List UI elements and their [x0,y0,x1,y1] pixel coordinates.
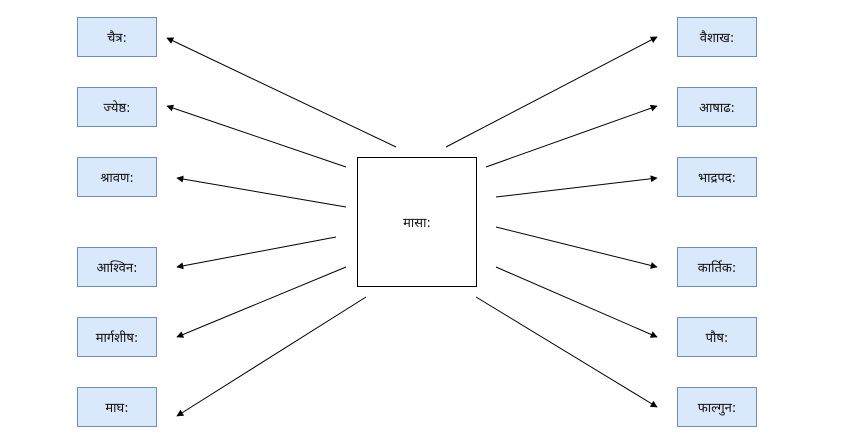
month-label: मार्गशीष: [95,331,139,346]
arrow-to-pausha [495,266,658,338]
month-box-jyeshtha: ज्येष्ठ: [77,87,157,127]
month-box-ashadha: आषाढ: [677,87,757,127]
arrow-to-margashirsha [176,266,347,338]
arrow-to-phalguna [475,296,658,408]
month-box-kartika: कार्तिक: [677,247,757,287]
arrow-to-jyeshtha [166,104,347,168]
month-box-magha: माघ: [77,387,157,427]
month-label: फाल्गुन: [697,401,737,416]
month-label: आश्विन: [96,261,138,276]
arrow-to-vaishakha [445,36,658,148]
month-label: माघ: [105,401,129,416]
month-label: भाद्रपद: [697,171,737,186]
arrow-to-magha [176,296,367,417]
month-label: ज्येष्ठ: [103,101,131,116]
arrow-to-bhadrapada [495,175,658,198]
month-box-margashirsha: मार्गशीष: [77,317,157,357]
month-label: वैशाख: [699,31,735,46]
month-box-bhadrapada: भाद्रपद: [677,157,757,197]
month-label: पौष: [705,331,729,346]
arrow-to-ashadha [485,104,658,168]
month-box-vaishakha: वैशाख: [677,17,757,57]
month-label: आषाढ: [699,101,735,116]
month-box-ashvin: आश्विन: [77,247,157,287]
month-box-pausha: पौष: [677,317,757,357]
month-box-shravana: श्रावण: [77,157,157,197]
arrow-to-chaitra [166,37,397,148]
month-label: कार्तिक: [697,261,737,276]
month-label: चैत्र: [107,31,127,46]
arrow-to-shravana [176,175,347,208]
month-box-chaitra: चैत्र: [77,17,157,57]
center-node-label: मासा: [403,216,431,231]
month-box-phalguna: फाल्गुन: [677,387,757,427]
arrow-to-kartika [495,226,658,269]
month-label: श्रावण: [100,171,134,186]
center-node-masa: मासा: [357,157,477,287]
arrow-to-ashvin [176,236,337,270]
